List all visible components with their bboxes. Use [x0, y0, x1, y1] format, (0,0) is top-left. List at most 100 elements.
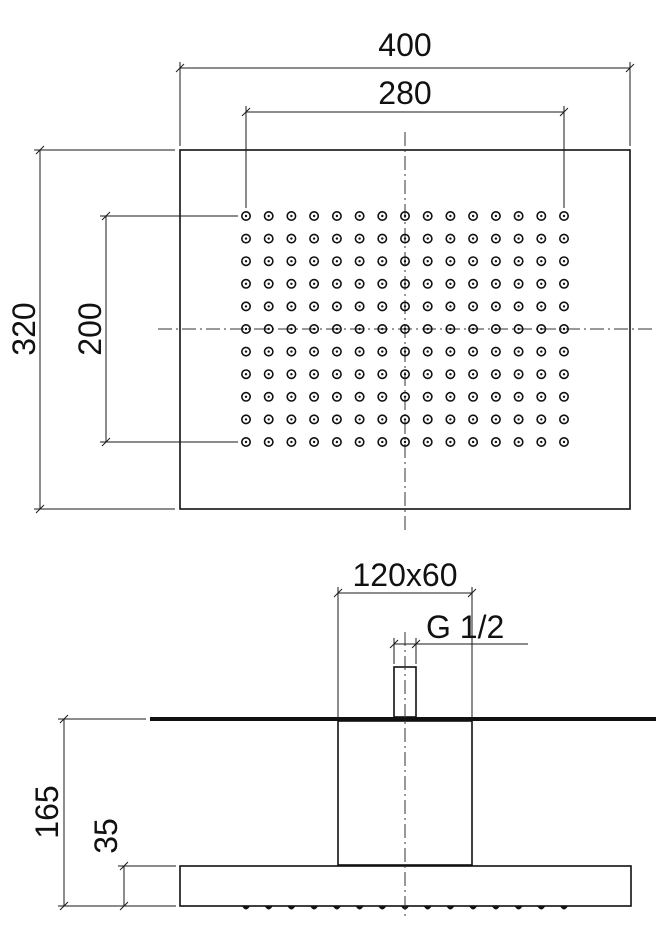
nozzle [241, 414, 252, 425]
nozzle [309, 414, 320, 425]
side-nozzle [560, 906, 568, 910]
nozzle [399, 301, 410, 312]
nozzle [558, 391, 569, 402]
nozzle [331, 301, 342, 312]
nozzle [513, 414, 524, 425]
nozzle-center [540, 214, 543, 218]
nozzle-center [358, 418, 361, 421]
nozzle [422, 278, 433, 289]
nozzle-center [426, 395, 429, 398]
nozzle-center [381, 373, 384, 376]
nozzle-center [358, 327, 361, 331]
nozzle-center [335, 395, 339, 398]
nozzle-center [312, 282, 316, 285]
nozzle [286, 211, 297, 222]
nozzle [354, 233, 365, 244]
nozzle-center [517, 418, 520, 421]
nozzle-center [494, 282, 498, 285]
side-nozzle [469, 906, 478, 910]
nozzle-center [335, 327, 339, 331]
nozzle-center [381, 260, 384, 263]
width-label: 400 [378, 27, 431, 63]
nozzle [241, 256, 252, 267]
nozzle [286, 436, 297, 447]
nozzle-center [244, 282, 248, 285]
nozzle-center [403, 214, 407, 218]
nozzle [377, 211, 388, 222]
nozzle [445, 256, 456, 267]
nozzle [377, 323, 388, 334]
nozzle-center [562, 327, 566, 331]
nozzle [513, 436, 524, 447]
nozzle-center [403, 282, 407, 285]
nozzle [558, 323, 569, 334]
nozzle [513, 211, 524, 222]
nozzle-center [244, 440, 248, 444]
nozzle [286, 346, 297, 357]
nozzle-center [335, 440, 339, 444]
nozzle-center [381, 350, 384, 353]
nozzle [536, 211, 547, 222]
nozzle-center [471, 282, 475, 285]
nozzle-center [540, 395, 543, 398]
nozzle [309, 301, 320, 312]
nozzle-center [312, 440, 316, 444]
nozzle [331, 233, 342, 244]
side-nozzle [491, 906, 500, 910]
nozzle [422, 436, 433, 447]
nozzle [377, 233, 388, 244]
nozzle-center [517, 440, 520, 444]
nozzle [536, 323, 547, 334]
nozzle [263, 301, 274, 312]
ceiling-line [150, 717, 656, 721]
nozzle [536, 414, 547, 425]
nozzle-center [403, 395, 407, 398]
nozzle-center [244, 260, 248, 263]
nozzle-center [471, 260, 475, 263]
nozzle [354, 369, 365, 380]
nozzle-center [267, 418, 270, 421]
nozzle-center [517, 214, 520, 218]
nozzle-center [494, 395, 498, 398]
nozzle-center [471, 440, 475, 444]
nozzle [558, 256, 569, 267]
thread-dimension: G 1/2 [389, 609, 528, 664]
nozzle [263, 233, 274, 244]
nozzle [399, 278, 410, 289]
nozzle-center [290, 395, 293, 398]
nozzle [490, 211, 501, 222]
nozzle [399, 256, 410, 267]
nozzle [490, 301, 501, 312]
nozzle [263, 346, 274, 357]
nozzle-center [540, 440, 543, 444]
nozzle [422, 369, 433, 380]
side-nozzle [332, 906, 341, 910]
nozzle [354, 301, 365, 312]
nozzle-center [381, 237, 384, 240]
nozzle-center [358, 214, 361, 218]
nozzle-center [494, 260, 498, 263]
nozzle-center [403, 305, 407, 308]
nozzle-center [471, 373, 475, 376]
nozzle-center [358, 260, 361, 263]
nozzle-center [335, 350, 339, 353]
side-view: 120x60 G 1/2 165 35 [29, 557, 656, 918]
nozzle-center [267, 350, 270, 353]
nozzle [558, 436, 569, 447]
nozzle-center [381, 395, 384, 398]
nozzle [399, 436, 410, 447]
height-label: 320 [6, 302, 42, 355]
nozzle [468, 233, 479, 244]
nozzle-center [290, 418, 293, 421]
nozzle [399, 391, 410, 402]
nozzle-center [290, 350, 293, 353]
nozzle-center [494, 237, 498, 240]
nozzle-center [426, 350, 429, 353]
nozzle-center [562, 395, 566, 398]
nozzle [241, 391, 252, 402]
nozzle-center [381, 327, 384, 331]
nozzle [377, 391, 388, 402]
nozzle [422, 211, 433, 222]
nozzle-center [290, 440, 293, 444]
nozzle-center [426, 440, 429, 444]
